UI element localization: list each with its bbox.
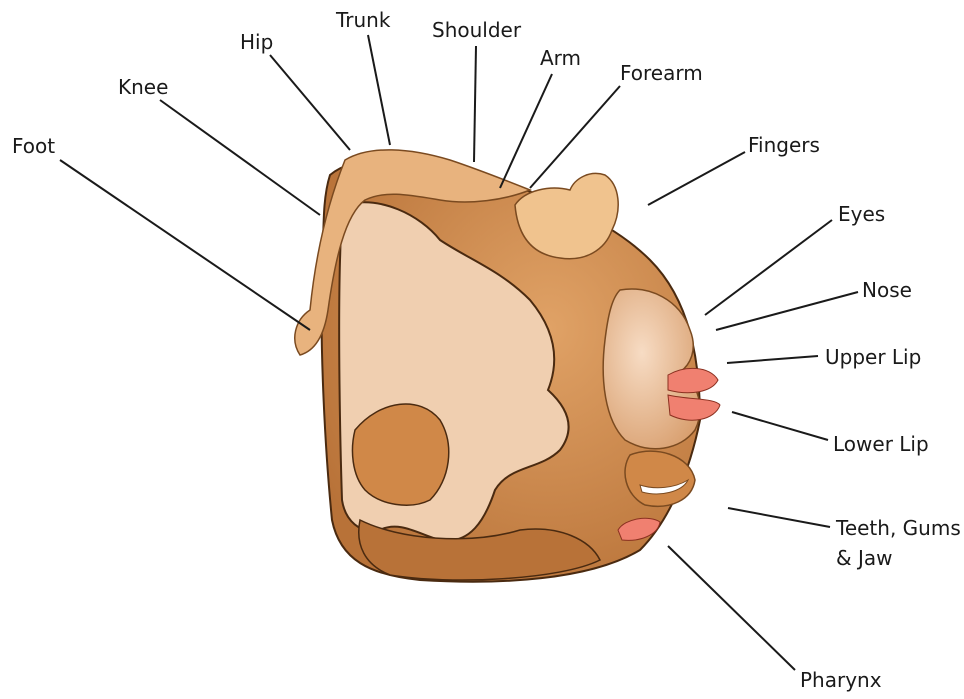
leader-lower-lip	[732, 412, 828, 440]
label-hip: Hip	[240, 28, 273, 56]
leader-upper-lip	[727, 356, 818, 363]
label-upper-lip: Upper Lip	[825, 343, 921, 371]
leader-hip	[270, 55, 350, 150]
leader-pharynx	[668, 546, 795, 670]
upper-lip-shape	[668, 368, 718, 392]
label-trunk: Trunk	[336, 6, 390, 34]
label-knee: Knee	[118, 73, 168, 101]
gyrus-lower	[352, 404, 448, 505]
leader-nose	[716, 292, 858, 330]
label-eyes: Eyes	[838, 200, 885, 228]
leader-fingers	[648, 152, 745, 205]
leader-teeth	[728, 508, 830, 527]
label-fingers: Fingers	[748, 131, 820, 159]
label-lower-lip: Lower Lip	[833, 430, 929, 458]
label-nose: Nose	[862, 276, 912, 304]
label-pharynx: Pharynx	[800, 666, 882, 694]
label-forearm: Forearm	[620, 59, 703, 87]
leader-knee	[160, 100, 320, 215]
label-arm: Arm	[540, 44, 581, 72]
lower-lip-shape	[668, 395, 720, 420]
leader-foot	[60, 160, 310, 330]
leader-eyes	[705, 220, 832, 315]
leader-trunk	[368, 35, 390, 145]
leader-forearm	[530, 86, 620, 188]
label-shoulder: Shoulder	[432, 16, 521, 44]
label-foot: Foot	[12, 132, 55, 160]
label-jaw: & Jaw	[836, 544, 892, 572]
leader-shoulder	[474, 46, 476, 162]
label-teeth-gums: Teeth, Gums	[836, 514, 961, 542]
